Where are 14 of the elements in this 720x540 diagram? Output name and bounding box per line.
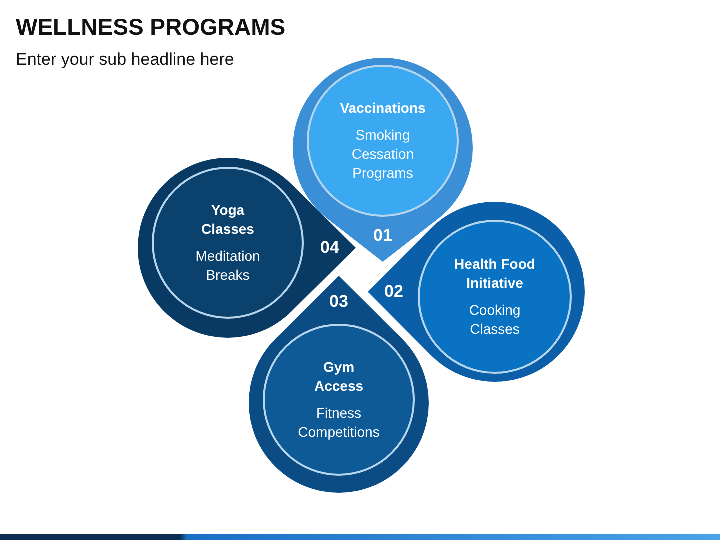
item-heading: Vaccinations xyxy=(339,99,427,118)
item-description: Smoking Cessation Programs xyxy=(350,126,416,183)
step-number: 03 xyxy=(330,292,348,312)
subtitle: Enter your sub headline here xyxy=(16,50,234,70)
step-number: 01 xyxy=(374,226,392,246)
item-heading: Gym Access xyxy=(313,358,365,396)
item-heading: Yoga Classes xyxy=(200,201,256,239)
step-number: 04 xyxy=(320,238,340,258)
item-description: Meditation Breaks xyxy=(194,247,262,285)
item-heading: Health Food Initiative xyxy=(454,255,536,293)
item-description: Fitness Competitions xyxy=(297,404,381,442)
step-number: 02 xyxy=(384,282,404,302)
item-description: Cooking Classes xyxy=(468,301,522,339)
title: WELLNESS PROGRAMS xyxy=(16,14,286,41)
